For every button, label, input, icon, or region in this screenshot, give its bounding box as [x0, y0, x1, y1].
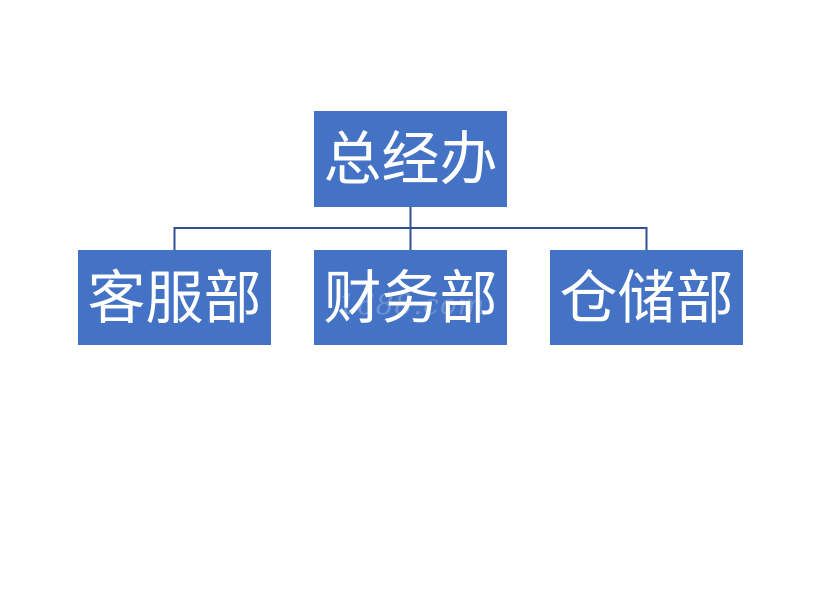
node-customer-service-label: 客服部	[87, 263, 262, 332]
node-finance: 财务部	[314, 250, 507, 345]
node-general-office-label: 总经办	[323, 125, 498, 193]
node-finance-label: 财务部	[323, 263, 498, 332]
node-warehouse: 仓储部	[550, 250, 743, 345]
node-warehouse-label: 仓储部	[559, 263, 734, 332]
node-customer-service: 客服部	[78, 250, 271, 345]
node-general-office: 总经办	[314, 111, 507, 207]
